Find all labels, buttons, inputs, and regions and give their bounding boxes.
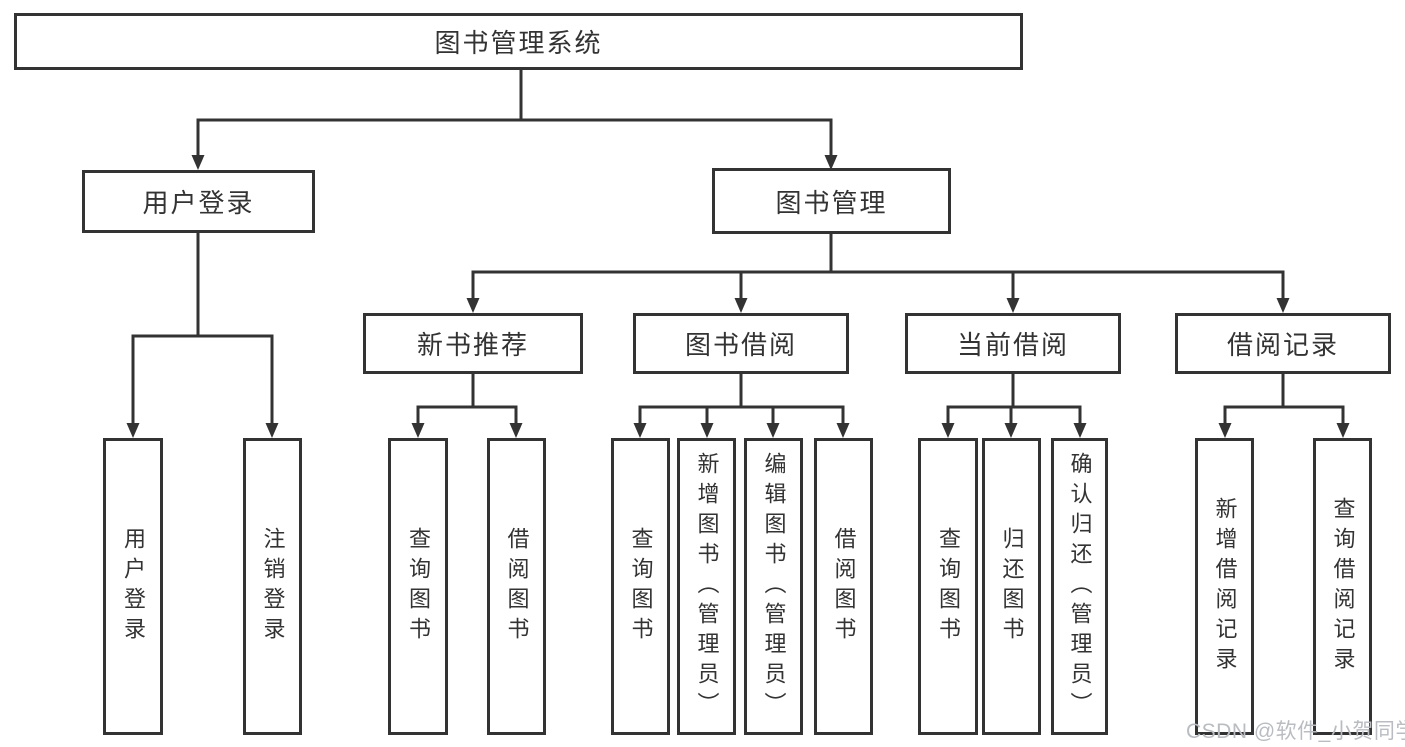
arrowhead-icon: [824, 155, 838, 170]
node-leaf-borrow-books-2: 借阅图书: [814, 438, 873, 735]
node-book-management: 图书管理: [712, 168, 951, 234]
leaf-label: 注销登录: [260, 526, 286, 647]
leaf-label: 查询图书: [406, 526, 431, 647]
leaf-label: 归还图书: [999, 526, 1025, 647]
node-leaf-query-borrow-record: 查询借阅记录: [1313, 438, 1372, 735]
arrowhead-icon: [633, 423, 647, 438]
leaf-label: 用户登录: [121, 526, 146, 647]
arrowhead-icon: [1218, 423, 1232, 438]
node-root: 图书管理系统: [14, 13, 1023, 70]
arrowhead-icon: [1004, 423, 1018, 438]
node-borrow-records: 借阅记录: [1175, 313, 1391, 374]
node-leaf-edit-books: 编辑图书（管理员）: [744, 438, 803, 735]
arrowhead-icon: [411, 423, 425, 438]
arrowhead-icon: [265, 423, 279, 438]
arrowhead-icon: [1006, 298, 1020, 313]
arrowhead-icon: [734, 298, 748, 313]
arrowhead-icon: [836, 423, 850, 438]
node-current-borrow: 当前借阅: [905, 313, 1121, 374]
arrowhead-icon: [191, 155, 205, 170]
leaf-label: 查询图书: [936, 526, 961, 647]
arrowhead-icon: [509, 423, 523, 438]
arrowhead-icon: [941, 423, 955, 438]
arrowhead-icon: [126, 423, 140, 438]
arrowhead-icon: [1073, 423, 1087, 438]
arrowhead-icon: [466, 298, 480, 313]
leaf-label: 查询借阅记录: [1330, 496, 1356, 677]
node-leaf-query-books-3: 查询图书: [918, 438, 978, 735]
node-book-borrow: 图书借阅: [633, 313, 849, 374]
node-leaf-add-books: 新增图书（管理员）: [677, 438, 736, 735]
node-user-login: 用户登录: [82, 170, 315, 233]
arrowhead-icon: [700, 423, 714, 438]
node-leaf-return-books: 归还图书: [982, 438, 1041, 735]
node-new-book-recommend: 新书推荐: [363, 313, 583, 374]
arrowhead-icon: [1276, 298, 1290, 313]
leaf-label: 编辑图书（管理员）: [761, 451, 787, 722]
watermark: CSDN @软件_小贺同学: [1186, 720, 1405, 743]
arrowheads: [126, 155, 1350, 438]
node-leaf-query-books-1: 查询图书: [388, 438, 448, 735]
arrowhead-icon: [766, 423, 780, 438]
node-leaf-add-borrow-record: 新增借阅记录: [1195, 438, 1254, 735]
leaf-label: 查询图书: [628, 526, 654, 647]
leaf-label: 借阅图书: [831, 526, 857, 647]
node-leaf-confirm-return: 确认归还（管理员）: [1051, 438, 1108, 735]
leaf-label: 新增借阅记录: [1212, 496, 1238, 677]
node-leaf-borrow-books-1: 借阅图书: [487, 438, 546, 735]
leaf-label: 确认归还（管理员）: [1067, 451, 1093, 722]
node-leaf-logout: 注销登录: [243, 438, 302, 735]
arrowhead-icon: [1336, 423, 1350, 438]
node-leaf-user-login: 用户登录: [103, 438, 163, 735]
leaf-label: 借阅图书: [504, 526, 530, 647]
leaf-label: 新增图书（管理员）: [694, 451, 720, 722]
tree-connectors: [131, 70, 1345, 425]
node-leaf-query-books-2: 查询图书: [611, 438, 670, 735]
